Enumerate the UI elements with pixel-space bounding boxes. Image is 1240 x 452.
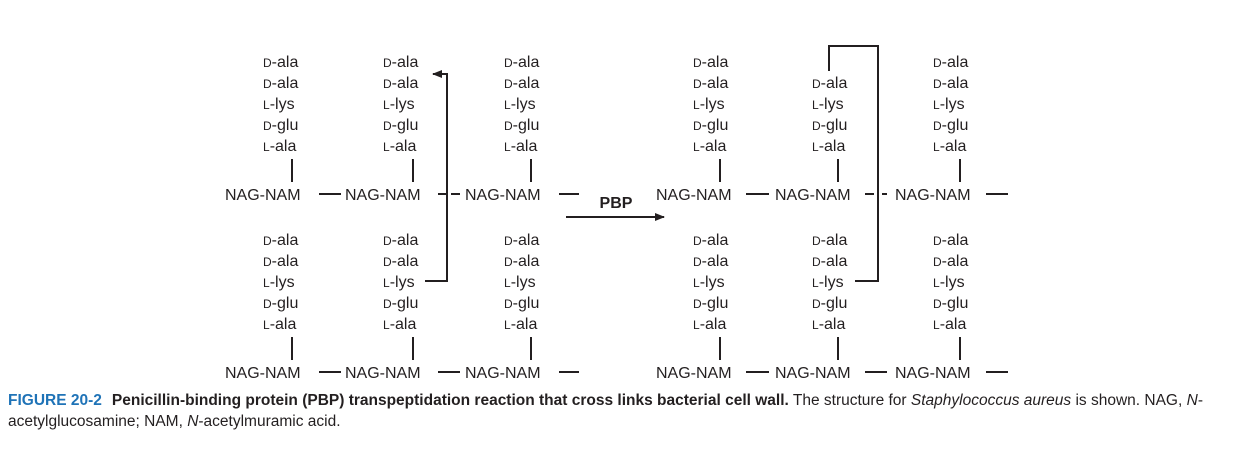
peptide-residue: D-glu <box>383 295 418 312</box>
glycan-backbone-unit: NAG-NAM <box>225 187 301 204</box>
peptide-residue: D-ala <box>693 75 728 92</box>
peptide-residue: D-ala <box>933 54 968 71</box>
peptide-residue: D-glu <box>263 295 298 312</box>
glycan-backbone-unit: NAG-NAM <box>345 365 421 382</box>
peptide-residue: D-ala <box>263 253 298 270</box>
glycan-backbone-unit: NAG-NAM <box>656 187 732 204</box>
peptide-residue: L-lys <box>504 274 536 291</box>
peptide-residue: D-ala <box>383 54 418 71</box>
peptide-residue: L-lys <box>263 274 295 291</box>
peptide-residue: D-glu <box>812 295 847 312</box>
peptide-residue: D-ala <box>504 54 539 71</box>
crosslink-bracket-product <box>828 45 879 282</box>
peptide-residue: D-ala <box>693 54 728 71</box>
peptide-residue: D-ala <box>933 253 968 270</box>
peptide-residue: L-lys <box>693 274 725 291</box>
peptide-residue: D-ala <box>383 253 418 270</box>
peptide-residue: D-glu <box>933 295 968 312</box>
glycan-backbone-unit: NAG-NAM <box>656 365 732 382</box>
peptide-residue: L-lys <box>933 96 965 113</box>
caption-italic-1: Staphylococcus aureus <box>910 392 1072 409</box>
glycan-backbone-unit: NAG-NAM <box>465 365 541 382</box>
peptide-residue: D-ala <box>812 75 847 92</box>
figure-caption: FIGURE 20-2 Penicillin-binding protein (P… <box>8 390 1236 432</box>
peptide-residue: D-ala <box>693 253 728 270</box>
peptide-residue: L-lys <box>504 96 536 113</box>
peptide-residue: L-ala <box>504 138 537 155</box>
peptide-residue: D-ala <box>504 75 539 92</box>
figure-number: FIGURE 20-2 <box>8 392 102 409</box>
glycan-backbone-unit: NAG-NAM <box>895 187 971 204</box>
peptide-residue: D-glu <box>693 117 728 134</box>
peptide-residue: D-ala <box>383 232 418 249</box>
peptide-residue: D-glu <box>504 295 539 312</box>
caption-italic-3: N <box>187 413 199 430</box>
peptide-residue: L-lys <box>383 96 415 113</box>
peptide-residue: D-ala <box>504 232 539 249</box>
peptide-residue: L-ala <box>812 316 845 333</box>
peptide-residue: L-lys <box>693 96 725 113</box>
glycan-backbone-unit: NAG-NAM <box>225 365 301 382</box>
figure-title: Penicillin-binding protein (PBP) transpe… <box>111 392 789 409</box>
glycan-backbone-unit: NAG-NAM <box>895 365 971 382</box>
peptide-residue: L-ala <box>693 138 726 155</box>
peptide-residue: L-ala <box>383 138 416 155</box>
caption-text-2: is shown. NAG, <box>1071 392 1187 409</box>
glycan-backbone-unit: NAG-NAM <box>775 365 851 382</box>
caption-text-4: -acetylmuramic acid. <box>198 413 341 430</box>
peptide-residue: D-glu <box>933 117 968 134</box>
peptide-residue: D-ala <box>812 253 847 270</box>
caption-text-3: -acetylglucosamine; NAM, <box>8 392 1203 430</box>
peptide-residue: L-lys <box>263 96 295 113</box>
peptide-residue: L-ala <box>383 316 416 333</box>
peptide-residue: D-ala <box>383 75 418 92</box>
crosslink-bracket-reactant <box>425 70 448 282</box>
peptide-residue: L-ala <box>504 316 537 333</box>
peptide-residue: D-ala <box>812 232 847 249</box>
peptide-residue: D-glu <box>693 295 728 312</box>
peptide-residue: D-ala <box>263 54 298 71</box>
peptide-residue: D-ala <box>504 253 539 270</box>
peptide-residue: L-ala <box>263 138 296 155</box>
peptide-residue: L-ala <box>933 316 966 333</box>
caption-italic-2: N <box>1186 392 1198 409</box>
peptide-residue: L-lys <box>812 274 844 291</box>
peptide-residue: D-ala <box>263 232 298 249</box>
peptide-residue: L-ala <box>263 316 296 333</box>
peptide-residue: D-ala <box>933 75 968 92</box>
peptide-residue: D-ala <box>263 75 298 92</box>
peptide-residue: D-glu <box>812 117 847 134</box>
peptide-residue: L-lys <box>812 96 844 113</box>
caption-text-1: The structure for <box>788 392 911 409</box>
peptide-residue: D-glu <box>263 117 298 134</box>
glycan-backbone-unit: NAG-NAM <box>465 187 541 204</box>
glycan-backbone-unit: NAG-NAM <box>775 187 851 204</box>
peptide-residue: D-ala <box>933 232 968 249</box>
glycan-backbone-unit: NAG-NAM <box>345 187 421 204</box>
transpeptidation-diagram: D-alaD-alaL-lysD-gluL-alaD-alaD-alaL-lys… <box>225 45 1008 382</box>
peptide-residue: D-ala <box>693 232 728 249</box>
peptide-residue: L-ala <box>812 138 845 155</box>
peptide-residue: L-ala <box>933 138 966 155</box>
reaction-label: PBP <box>600 195 633 212</box>
peptide-residue: L-lys <box>383 274 415 291</box>
peptide-residue: L-ala <box>693 316 726 333</box>
peptide-residue: D-glu <box>383 117 418 134</box>
peptide-residue: L-lys <box>933 274 965 291</box>
peptide-residue: D-glu <box>504 117 539 134</box>
